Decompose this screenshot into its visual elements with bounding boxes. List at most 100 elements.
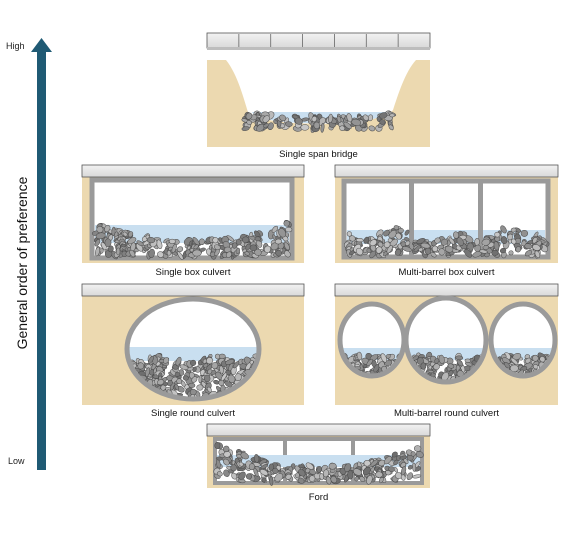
multi-barrel-round-culvert [334,283,559,405]
single-box-rock-bed [91,220,293,260]
rock [269,476,274,486]
rock [122,231,128,237]
rock [520,229,529,237]
multi-round-pipe-wall-3 [488,301,558,379]
caption-multi-barrel-box-culvert: Multi-barrel box culvert [398,267,495,278]
rock [391,451,398,458]
rock [383,241,391,248]
rock [94,239,101,247]
caption-single-box-culvert: Single box culvert [155,267,231,278]
rock [362,114,369,121]
rock [176,378,183,384]
rock [355,238,364,243]
rock [491,250,499,256]
multi-box-road [334,164,559,178]
rock [298,469,306,477]
rock [510,227,517,233]
rock [397,228,404,234]
rock [525,357,532,364]
rock [494,231,501,238]
rock [354,476,359,482]
rock [349,250,355,256]
rock [177,251,184,260]
rock [234,373,242,382]
axis-title: General order of preference [14,176,30,350]
rock [308,475,316,482]
rock [346,113,353,123]
rock [279,114,287,122]
rock [464,248,473,258]
rock [330,476,338,484]
rock [438,248,446,256]
rock [294,117,303,125]
rock [272,467,279,474]
rock [264,245,271,253]
caption-single-span-bridge: Single span bridge [279,149,358,160]
rock [343,121,352,130]
rock [386,245,393,254]
rock [295,472,300,479]
rock [207,368,213,375]
rock [167,380,173,387]
rock [274,238,282,245]
rock [192,237,200,246]
rock [192,366,197,373]
rock [344,463,352,472]
rock [225,359,235,365]
rock [238,461,244,467]
rock [156,239,163,250]
rock [313,121,320,130]
rock [146,237,156,244]
rock [211,362,219,370]
caption-ford: Ford [308,492,329,503]
rock [412,474,422,479]
bridge-channel [226,60,416,124]
rock [245,473,253,480]
rock [323,469,329,478]
rock [284,121,293,127]
rock [171,243,177,253]
rock [284,242,290,251]
rock [532,244,541,251]
arrow-head [31,38,52,52]
rock [430,251,437,258]
rock [401,466,407,476]
rock [260,464,269,470]
rock [204,374,211,383]
rock [197,360,203,366]
rock [407,464,413,470]
rock [440,238,448,246]
rock [240,452,249,460]
rock [474,244,481,252]
arrow-shaft [37,50,46,470]
rock [394,249,402,256]
rock [420,242,431,249]
rock [368,125,376,132]
rock [222,445,230,453]
single-round-pipe-wall [124,296,262,402]
rock [190,359,197,366]
bridge-rock-bed [241,110,397,133]
rock [188,382,196,388]
rock [235,247,241,254]
multi-box-wall-1 [409,181,414,257]
rock [510,357,519,366]
rock [433,363,440,370]
rock [262,123,270,128]
rock [369,239,377,247]
multi-round-road [334,283,559,297]
rock [464,362,473,367]
rock [274,473,283,482]
rock [242,236,250,244]
rock [402,246,412,252]
rock [393,459,399,466]
rock [212,237,219,244]
rock [456,359,464,367]
rock [162,357,170,364]
rock [148,355,154,364]
rock [261,477,267,483]
rock [246,120,252,126]
rock [206,357,214,365]
rock [388,466,395,473]
rock [399,455,408,460]
